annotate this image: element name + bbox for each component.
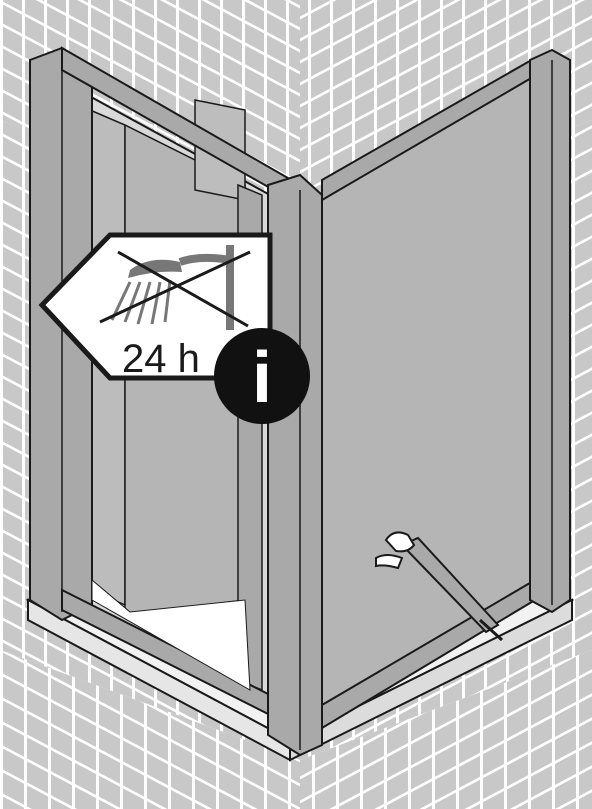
info-badge: i	[214, 328, 310, 424]
duration-label: 24 h	[122, 337, 200, 381]
info-icon: i	[252, 338, 272, 418]
corner-post	[268, 175, 322, 755]
